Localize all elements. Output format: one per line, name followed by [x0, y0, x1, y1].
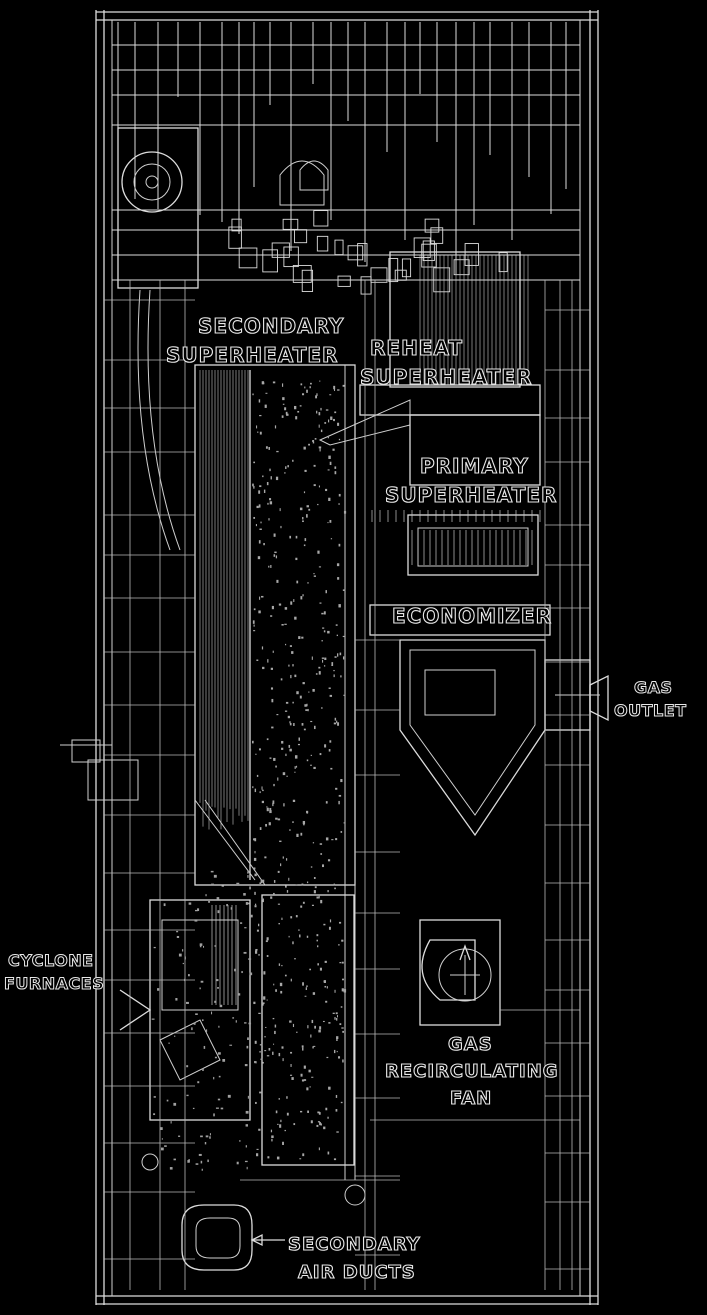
detail-speckle	[151, 380, 347, 1171]
label-gas-recirculating-fan-line1: GAS	[448, 1034, 493, 1055]
label-economizer: ECONOMIZER	[391, 603, 552, 628]
label-reheat-superheater: REHEAT SUPERHEATER	[359, 335, 532, 389]
label-secondary-superheater-line1: SECONDARY	[198, 314, 344, 338]
secondary-air-ducts	[181, 1204, 285, 1271]
convection-pass	[318, 251, 551, 636]
label-secondary-air-ducts-line2: AIR DUCTS	[298, 1262, 416, 1283]
gas-recirculating-fan-housing	[419, 919, 501, 1026]
label-secondary-superheater-line2: SUPERHEATER	[166, 343, 338, 367]
label-secondary-air-ducts-line1: SECONDARY	[288, 1234, 421, 1255]
building-frame	[95, 10, 599, 1305]
label-secondary-air-ducts: SECONDARY AIR DUCTS	[287, 1233, 421, 1283]
label-gas-outlet-line1: GAS	[634, 678, 673, 697]
label-gas-recirculating-fan: GAS RECIRCULATING FAN	[384, 1033, 559, 1109]
label-cyclone-furnaces-line2: FURNACES	[4, 974, 104, 993]
label-economizer-line1: ECONOMIZER	[392, 604, 552, 628]
label-reheat-superheater-line2: SUPERHEATER	[360, 365, 532, 389]
label-gas-recirculating-fan-line3: FAN	[450, 1088, 492, 1109]
roof-structure	[112, 22, 581, 295]
label-primary-superheater-line2: SUPERHEATER	[385, 483, 557, 507]
furnace-column	[194, 364, 356, 1180]
label-reheat-superheater-line1: REHEAT	[370, 336, 463, 360]
label-primary-superheater: PRIMARY SUPERHEATER	[384, 453, 557, 507]
structural-lines	[104, 280, 590, 1290]
label-primary-superheater-line1: PRIMARY	[420, 454, 529, 478]
label-cyclone-furnaces: CYCLONE FURNACES	[4, 951, 105, 994]
gas-outlet-hopper	[399, 639, 609, 837]
label-gas-outlet: GAS OUTLET	[614, 678, 687, 721]
left-piping	[60, 289, 181, 801]
label-gas-recirculating-fan-line2: RECIRCULATING	[385, 1061, 559, 1082]
label-cyclone-furnaces-line1: CYCLONE	[8, 951, 94, 970]
steam-drum	[117, 127, 329, 289]
convection-tubes	[371, 510, 541, 565]
label-secondary-superheater: SECONDARY SUPERHEATER	[165, 313, 344, 367]
label-gas-outlet-line2: OUTLET	[614, 701, 687, 720]
cyclone-furnace-assembly	[119, 899, 366, 1206]
